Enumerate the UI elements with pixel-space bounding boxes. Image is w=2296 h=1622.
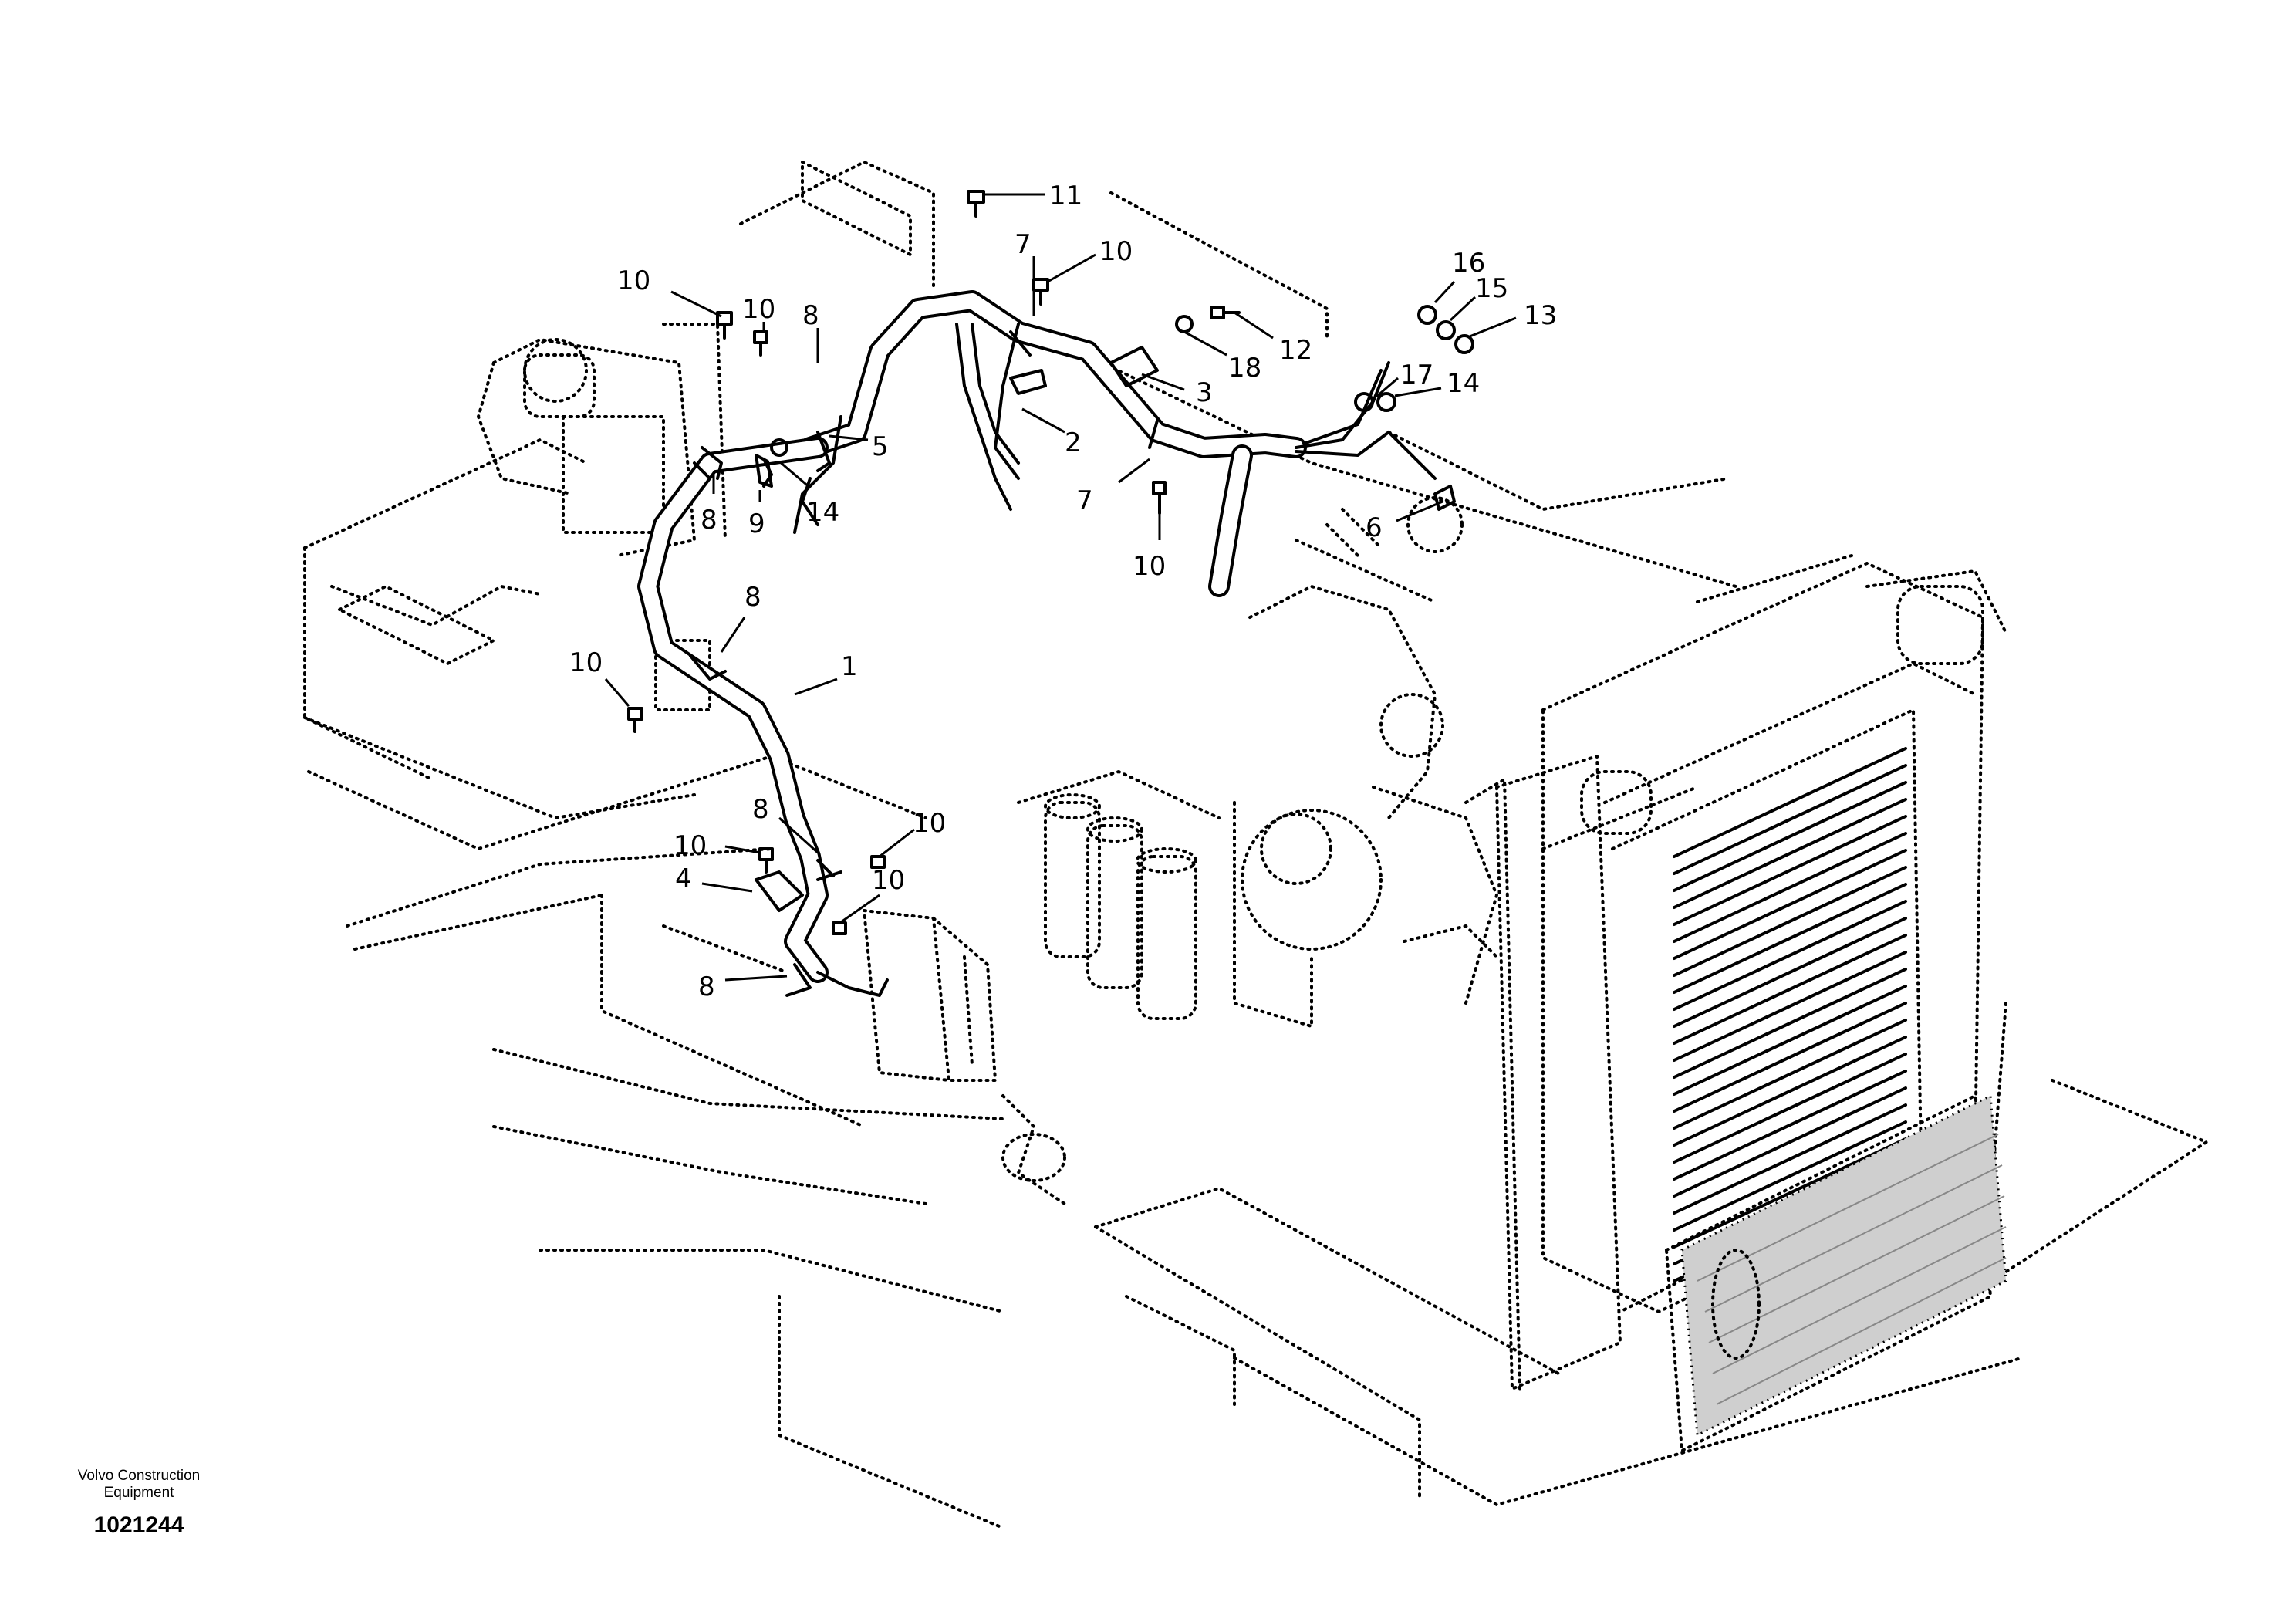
condenser-mesh xyxy=(1680,1093,2007,1438)
radiator-fin xyxy=(1673,798,1907,909)
callout-3: 3 xyxy=(1196,377,1213,408)
callout-7-bottom: 7 xyxy=(1076,485,1093,516)
radiator-fin xyxy=(1673,968,1907,1079)
leader-lines xyxy=(604,193,1517,982)
radiator-fin xyxy=(1673,1086,1907,1198)
callout-2: 2 xyxy=(1065,427,1082,458)
radiator-fin xyxy=(1673,1002,1907,1113)
radiator-fin xyxy=(1673,747,1907,858)
callout-15: 15 xyxy=(1475,273,1508,304)
callout-10-g: 10 xyxy=(913,808,946,839)
callout-8-c: 8 xyxy=(745,582,761,613)
callout-10-h: 10 xyxy=(872,865,905,896)
callout-1: 1 xyxy=(841,651,858,682)
callout-8-d: 8 xyxy=(752,794,769,825)
radiator-fin xyxy=(1673,1120,1907,1232)
radiator-fin xyxy=(1673,883,1907,994)
callout-8-b: 8 xyxy=(701,505,718,536)
radiator-fin xyxy=(1673,900,1907,1011)
callout-10-c: 10 xyxy=(1099,236,1133,267)
callout-14-left: 14 xyxy=(806,497,839,528)
radiator-fin xyxy=(1673,832,1907,943)
background-controller xyxy=(863,909,1066,1205)
radiator-fins xyxy=(1673,747,1907,1282)
hardware-parts xyxy=(627,190,1474,935)
callout-12: 12 xyxy=(1279,335,1312,366)
radiator-fin xyxy=(1673,1103,1907,1215)
wiring-harness-hose xyxy=(637,290,1456,997)
callout-labels: 1 2 3 4 5 6 7 7 8 8 8 8 8 9 10 10 10 10 … xyxy=(569,181,1557,1002)
radiator-fin xyxy=(1673,1070,1907,1181)
radiator-fin xyxy=(1673,917,1907,1028)
callout-8-e: 8 xyxy=(698,972,715,1002)
radiator-fin xyxy=(1673,815,1907,926)
callout-10-a: 10 xyxy=(617,265,650,296)
document-number: 1021244 xyxy=(93,1512,184,1538)
callout-9: 9 xyxy=(748,509,765,539)
radiator-fin xyxy=(1673,951,1907,1062)
radiator-fin xyxy=(1673,985,1907,1096)
callout-14-right: 14 xyxy=(1447,368,1480,399)
callout-6: 6 xyxy=(1366,512,1383,543)
radiator-fin xyxy=(1673,1137,1907,1249)
callout-16: 16 xyxy=(1452,248,1485,279)
callout-10-d: 10 xyxy=(1133,551,1166,582)
callout-7-top: 7 xyxy=(1015,229,1032,260)
callout-13: 13 xyxy=(1524,300,1557,331)
callout-8-a: 8 xyxy=(802,300,819,331)
radiator-fin xyxy=(1673,849,1907,960)
manufacturer-label: Volvo Construction Equipment xyxy=(77,1468,201,1501)
radiator-fin xyxy=(1673,764,1907,875)
radiator-fin xyxy=(1673,1019,1907,1130)
callout-11: 11 xyxy=(1049,181,1082,211)
radiator-fin xyxy=(1673,866,1907,977)
callout-4: 4 xyxy=(675,863,692,894)
background-filters xyxy=(1044,793,1197,1020)
radiator-fin xyxy=(1673,934,1907,1045)
callout-5: 5 xyxy=(872,431,889,462)
callout-10-b: 10 xyxy=(742,294,775,325)
callout-10-f: 10 xyxy=(674,830,707,861)
callout-10-e: 10 xyxy=(569,647,603,678)
callout-17: 17 xyxy=(1400,360,1433,390)
background-engine xyxy=(1017,496,1498,1028)
radiator-fin xyxy=(1673,781,1907,892)
radiator-fin xyxy=(1673,1036,1907,1147)
radiator-fin xyxy=(1673,1053,1907,1164)
callout-18: 18 xyxy=(1228,353,1261,384)
